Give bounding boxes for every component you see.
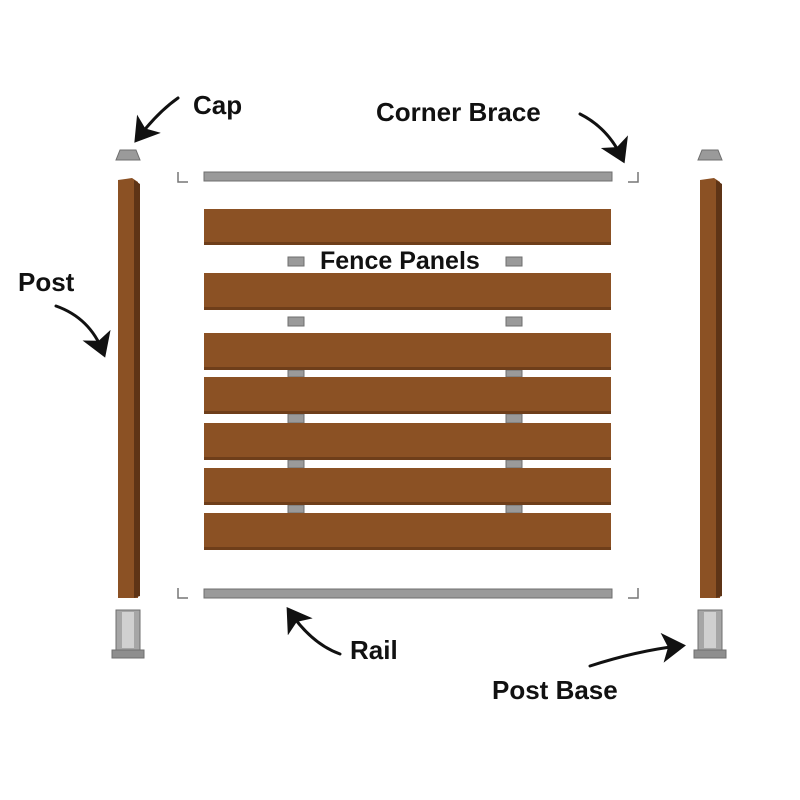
- panel-spacers: [287, 256, 523, 514]
- fence-panel: [204, 513, 611, 550]
- fence-panel: [204, 273, 611, 310]
- bottom-rail: [203, 588, 613, 599]
- fence-panel: [204, 423, 611, 460]
- fence-panel: [204, 333, 611, 370]
- fence-panels-label: Fence Panels: [320, 247, 480, 275]
- left-cap: [115, 149, 141, 161]
- fence-panel: [204, 468, 611, 505]
- right-post-base: [693, 609, 727, 659]
- post-base-label: Post Base: [492, 675, 618, 705]
- left-post-base: [111, 609, 145, 659]
- post-base-arrow: [588, 632, 686, 668]
- right-post: [700, 178, 722, 598]
- corner-brace-label: Corner Brace: [376, 97, 541, 127]
- post-arrow: [54, 304, 111, 358]
- right-cap: [697, 149, 723, 161]
- fence-panel: [204, 377, 611, 414]
- cap-label: Cap: [193, 90, 243, 120]
- post-label: Post: [18, 267, 75, 297]
- top-rail: [203, 171, 613, 182]
- rail-label: Rail: [350, 635, 398, 665]
- corner-brace-arrow: [578, 112, 628, 164]
- corner-braces: [177, 172, 639, 599]
- rail-arrow: [286, 607, 342, 656]
- fence-panel: [204, 209, 611, 245]
- left-post: [118, 178, 140, 598]
- fence-panels: [204, 209, 611, 550]
- cap-arrow: [134, 96, 180, 143]
